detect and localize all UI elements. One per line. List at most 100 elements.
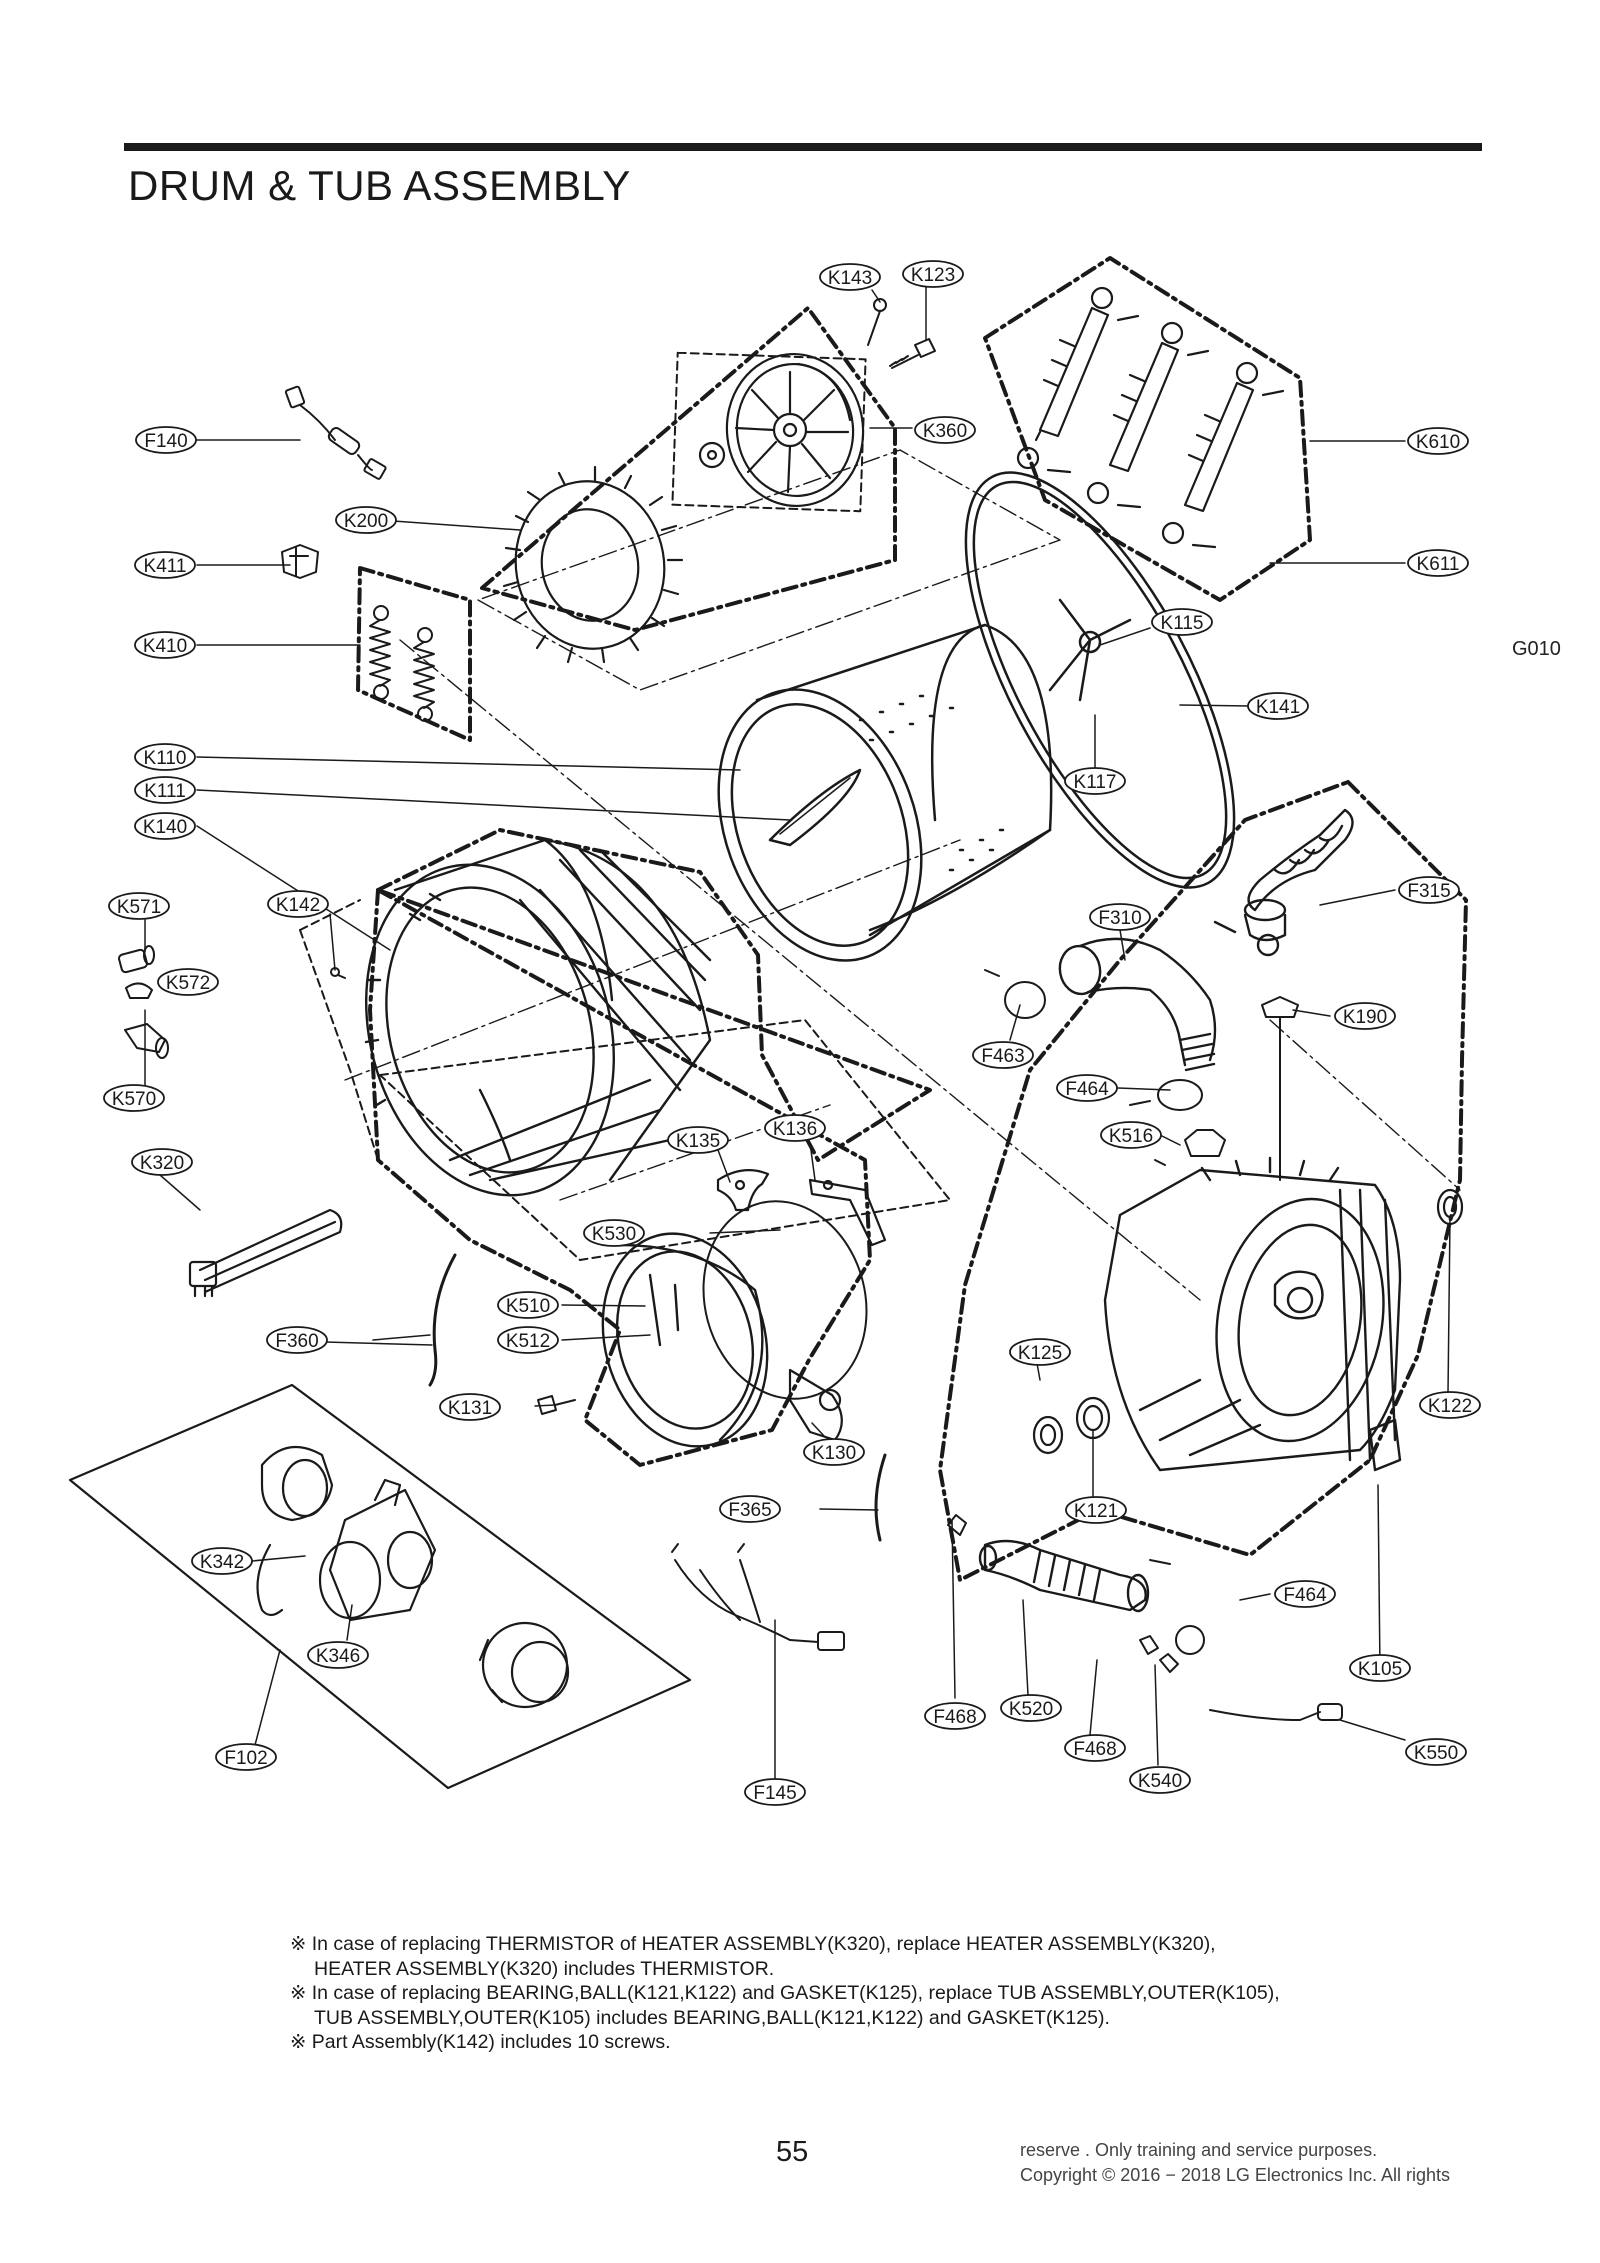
hinge-parts — [716, 1169, 887, 1247]
rotor-bolts-part — [867, 298, 936, 369]
callout-bubble-k130 — [803, 1438, 865, 1466]
callout-label-k110: K110 — [144, 748, 187, 769]
callout-label-k121: K121 — [1074, 1501, 1118, 1522]
callout-bubble-f145 — [744, 1778, 806, 1806]
callout-bubble-k520 — [1000, 1694, 1062, 1722]
rotor-part — [698, 352, 865, 508]
callout-bubble-k123 — [902, 260, 964, 288]
figure-code: G010 — [1512, 638, 1561, 660]
callout-bubble-k142 — [267, 890, 329, 918]
dampers-part — [1016, 286, 1285, 549]
callout-bubble-k117 — [1064, 767, 1126, 795]
callout-label-k190: K190 — [1343, 1007, 1387, 1028]
note-line: ※ Part Assembly(K142) includes 10 screws… — [290, 2031, 671, 2053]
callout-bubble-k320 — [131, 1148, 193, 1176]
callout-label-k142: K142 — [276, 895, 320, 916]
callout-bubble-k512 — [497, 1326, 559, 1354]
note-line: HEATER ASSEMBLY(K320) includes THERMISTO… — [314, 1957, 775, 1980]
note-line: ※ In case of replacing THERMISTOR of HEA… — [290, 1933, 1216, 1955]
callout-bubble-k530 — [583, 1219, 645, 1247]
callout-bubble-f365 — [719, 1495, 781, 1523]
callout-bubble-k410 — [134, 631, 196, 659]
notes-block: ※ In case of replacing THERMISTOR of HEA… — [290, 1932, 1280, 2055]
callout-bubble-k111 — [134, 776, 196, 804]
callout-label-k135: K135 — [676, 1131, 720, 1152]
bolt-part — [537, 1395, 576, 1415]
callout-label-k105: K105 — [1358, 1659, 1402, 1680]
page-title: DRUM & TUB ASSEMBLY — [128, 162, 631, 209]
callout-bubble-k360 — [914, 416, 976, 444]
callout-label-f365: F365 — [728, 1500, 771, 1521]
title-rule — [124, 143, 1482, 151]
tub-screws-part — [330, 967, 346, 979]
springs-part — [369, 605, 435, 722]
callout-bubble-f310 — [1089, 903, 1151, 931]
callout-bubble-k516 — [1100, 1121, 1162, 1149]
callout-bubble-k200 — [335, 506, 397, 534]
damper-group-outline — [983, 256, 1312, 602]
callout-bubble-f140 — [135, 426, 197, 454]
callout-bubble-k610 — [1407, 427, 1469, 455]
callout-label-k360: K360 — [923, 421, 967, 442]
callout-label-f464b: F464 — [1283, 1585, 1327, 1606]
callout-bubble-k141 — [1247, 692, 1309, 720]
rear-flange-part — [964, 471, 1236, 889]
small-hoses-part — [428, 1253, 887, 1542]
callout-bubble-f315 — [1398, 876, 1460, 904]
callout-bubble-k131 — [439, 1393, 501, 1421]
callout-bubble-f360 — [266, 1326, 328, 1354]
note-line: TUB ASSEMBLY,OUTER(K105) includes BEARIN… — [314, 2006, 1110, 2029]
callout-label-k510: K510 — [506, 1296, 550, 1317]
callout-bubble-k342 — [191, 1547, 253, 1575]
door-gasket-frame — [379, 1019, 951, 1261]
callout-label-k520: K520 — [1009, 1699, 1053, 1720]
note-line: ※ In case of replacing BEARING,BALL(K121… — [290, 1982, 1280, 2004]
callout-bubble-f468b — [1064, 1734, 1126, 1762]
drain-pump-part — [256, 1445, 570, 1709]
heater-part — [188, 1208, 343, 1298]
outer-tub-group-outline — [938, 780, 1468, 1582]
callout-label-k512: K512 — [506, 1331, 550, 1352]
drain-hose-part — [978, 1539, 1150, 1613]
front-tub-outline — [376, 828, 932, 1162]
callout-label-k136: K136 — [773, 1119, 817, 1140]
projection-plane-upper — [477, 449, 1061, 691]
callout-label-f310: F310 — [1098, 908, 1141, 929]
callout-label-k115: K115 — [1161, 613, 1204, 634]
callout-bubble-f464a — [1056, 1074, 1118, 1102]
callout-bubble-k121 — [1065, 1496, 1127, 1524]
callout-bubble-k125 — [1009, 1338, 1071, 1366]
callout-bubble-k510 — [497, 1291, 559, 1319]
callout-label-k320: K320 — [140, 1153, 184, 1174]
callout-label-f140: F140 — [144, 431, 187, 452]
wire-harness-part — [671, 1543, 845, 1651]
callout-bubble-k540 — [1129, 1766, 1191, 1794]
callout-label-k611: K611 — [1417, 554, 1460, 575]
thermistor-wire-part — [284, 385, 387, 480]
callout-bubble-k190 — [1334, 1002, 1396, 1030]
callout-bubble-k411 — [134, 551, 196, 579]
callout-label-f360: F360 — [275, 1331, 318, 1352]
callout-bubble-k346 — [307, 1641, 369, 1669]
outlet-hose-part — [1213, 808, 1354, 957]
callout-label-k410: K410 — [143, 636, 187, 657]
callout-bubble-k115 — [1151, 608, 1213, 636]
callout-label-k200: K200 — [344, 511, 388, 532]
stator-part — [502, 465, 684, 664]
spring-group-outline — [356, 566, 472, 742]
sensor-parts — [947, 1514, 1343, 1721]
callout-bubble-f102 — [215, 1743, 277, 1771]
front-tub-part — [364, 838, 712, 1197]
callout-label-k122: K122 — [1428, 1396, 1472, 1417]
callout-label-f463: F463 — [981, 1046, 1024, 1067]
callout-label-k571: K571 — [117, 897, 161, 918]
callout-label-k140: K140 — [143, 817, 187, 838]
callout-bubble-k550 — [1405, 1738, 1467, 1766]
callout-label-k125: K125 — [1018, 1343, 1062, 1364]
callout-label-k143: K143 — [828, 268, 872, 289]
clip-part — [281, 544, 319, 579]
door-gasket-part — [601, 1232, 769, 1448]
gasket-wire-ring-part — [702, 1200, 868, 1400]
callout-label-k572: K572 — [166, 973, 210, 994]
